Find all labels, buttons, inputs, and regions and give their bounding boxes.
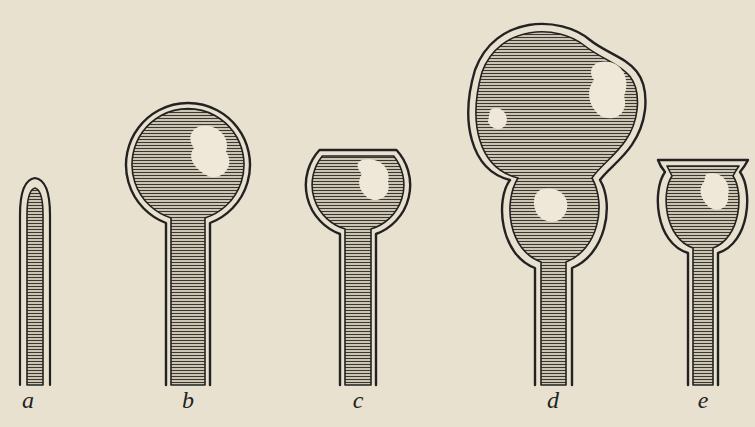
stage-letter: c [353,388,364,412]
stage-letter: a [22,388,34,412]
stage-letter: d [547,388,559,412]
flared-cup-e [658,160,748,385]
cup-c [306,150,410,385]
bulb-b [126,103,250,385]
tube-a [20,178,50,385]
stage-letter: b [182,388,194,412]
stage-letter: e [698,388,709,412]
blown-bulb-d [468,24,645,385]
